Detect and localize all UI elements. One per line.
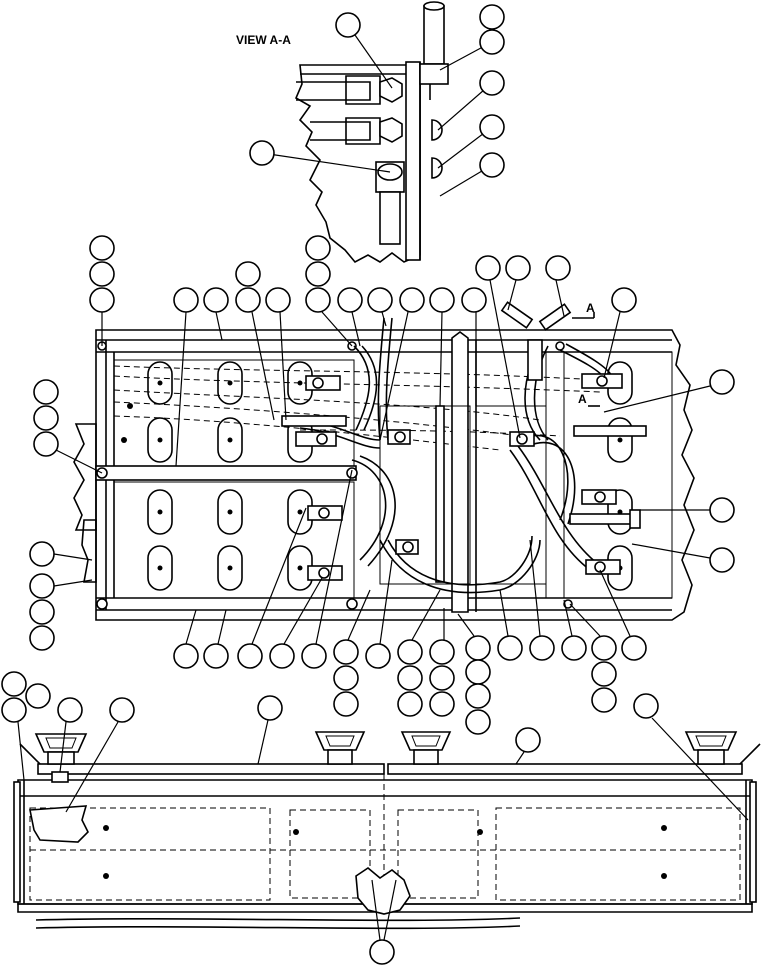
callout-balloon (479, 114, 505, 140)
handles (34, 731, 738, 765)
view-a-a-callouts (249, 4, 505, 197)
callout-balloon (335, 12, 361, 38)
callout-balloon (479, 4, 505, 30)
section-mark-lower: A (578, 392, 587, 406)
callout-balloon (249, 140, 275, 166)
hose-lower (375, 161, 405, 245)
view-a-a-plate (294, 64, 421, 264)
vertical-pin (419, 1, 449, 100)
side-fittings (431, 119, 443, 179)
section-arrows: A A (572, 301, 600, 407)
callout-balloon (479, 152, 505, 178)
hose-middle (310, 117, 403, 145)
plan-view: A A (29, 235, 735, 735)
elevation-callouts (1, 671, 749, 965)
plan-frame (95, 329, 695, 621)
cutaway-center (355, 867, 411, 915)
section-mark-upper: A (586, 301, 595, 315)
vertical-bracket (405, 61, 421, 261)
frame-bolts (96, 341, 573, 610)
lid-left (37, 763, 385, 775)
hose-clamps (281, 301, 647, 581)
view-a-a-detail: VIEW A-A (236, 1, 505, 264)
lid-right (387, 763, 743, 775)
center-channel (451, 331, 469, 613)
view-a-a-label: VIEW A-A (236, 33, 291, 47)
callout-balloon (479, 70, 505, 96)
side-elevation (1, 671, 761, 965)
callout-balloon (479, 29, 505, 55)
cutaway-left (29, 805, 89, 843)
hose-upper (296, 75, 403, 105)
divider-left (435, 405, 445, 583)
cross-bar (95, 465, 357, 481)
plan-view-callouts (29, 235, 735, 735)
